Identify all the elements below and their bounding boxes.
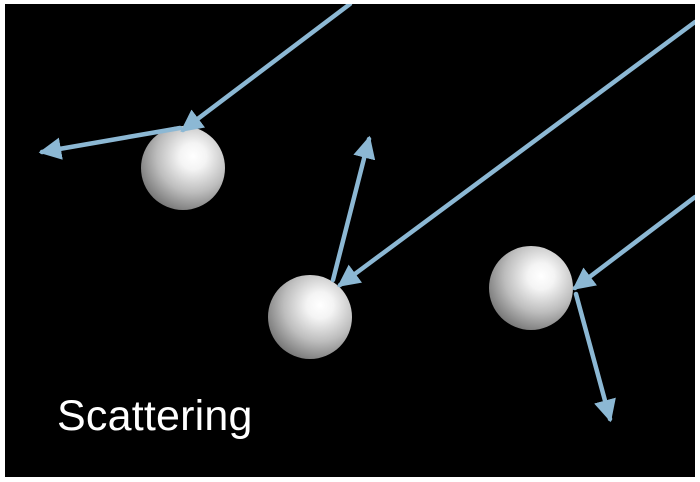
light-rays bbox=[42, 4, 695, 419]
diagram-canvas: Scattering bbox=[5, 4, 695, 477]
incident-ray-3-arrow-icon bbox=[575, 197, 695, 288]
particle-sphere-icon bbox=[489, 246, 573, 330]
scattered-ray-3-arrow-icon bbox=[576, 294, 610, 419]
diagram-caption: Scattering bbox=[57, 395, 253, 438]
particle-sphere-icon bbox=[141, 126, 225, 210]
particle-sphere-icon bbox=[268, 275, 352, 359]
scattered-ray-2-arrow-icon bbox=[333, 139, 369, 280]
incident-ray-2-arrow-icon bbox=[340, 22, 695, 285]
incident-ray-1-arrow-icon bbox=[183, 4, 350, 130]
